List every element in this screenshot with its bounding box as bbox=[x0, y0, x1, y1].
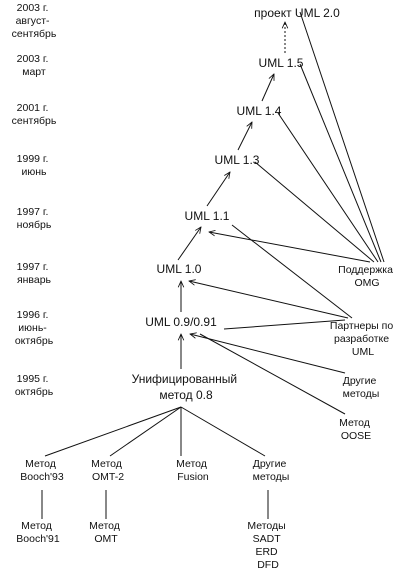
node-uml-1-1: UML 1.1 bbox=[185, 209, 230, 223]
predecessor-lines bbox=[41, 406, 269, 519]
line-omg-to-1-5 bbox=[299, 63, 382, 263]
date-1996-jun: 1996 г. июнь- октябрь bbox=[15, 309, 54, 347]
node-uml-partners: Партнеры по разработке UML bbox=[330, 320, 396, 358]
node-uml-1-3: UML 1.3 bbox=[215, 153, 260, 167]
node-booch93: Метод Booch'93 bbox=[20, 458, 64, 483]
node-other-methods-bottom: Другие методы bbox=[253, 458, 290, 483]
omg-lines bbox=[209, 11, 385, 263]
node-omt: Метод OMT bbox=[89, 520, 123, 545]
line-booch93 bbox=[44, 406, 182, 457]
date-1997-nov: 1997 г. ноябрь bbox=[17, 206, 52, 231]
line-omg-to-1-3 bbox=[254, 161, 375, 263]
arrow-1-0-to-1-1 bbox=[177, 227, 201, 261]
line-omg-to-1-4 bbox=[277, 112, 379, 263]
node-uml-1-5: UML 1.5 bbox=[259, 56, 304, 70]
line-oose-to-0-9 bbox=[199, 333, 346, 415]
version-arrows bbox=[177, 22, 285, 369]
line-omg-to-2-0 bbox=[299, 11, 385, 263]
timeline: 2003 г. август- сентябрь 2003 г. март 20… bbox=[12, 2, 57, 398]
arrow-1-4-to-1-5 bbox=[261, 74, 275, 102]
node-uml-0-9: UML 0.9/0.91 bbox=[145, 315, 217, 329]
node-fusion: Метод Fusion bbox=[176, 458, 210, 483]
date-2003-mar: 2003 г. март bbox=[17, 53, 52, 78]
versions: проект UML 2.0 UML 1.5 UML 1.4 UML 1.3 U… bbox=[132, 6, 341, 402]
date-1995-oct: 1995 г. октябрь bbox=[15, 373, 54, 398]
node-uml-1-4: UML 1.4 bbox=[237, 104, 282, 118]
node-other-methods-right: Другие методы bbox=[343, 375, 380, 400]
node-uml-2-0-draft: проект UML 2.0 bbox=[254, 6, 340, 20]
node-omt2: Метод OMT-2 bbox=[91, 458, 125, 483]
arrow-1-3-to-1-4 bbox=[237, 122, 252, 151]
node-unified-method: Унифицированный метод 0.8 bbox=[132, 372, 241, 402]
date-1997-jan: 1997 г. январь bbox=[17, 261, 52, 286]
line-other-methods bbox=[180, 406, 266, 457]
node-omg-support: Поддержка OMG bbox=[338, 264, 396, 289]
date-1999-jun: 1999 г. июнь bbox=[17, 153, 52, 178]
arrow-other-to-0-9 bbox=[190, 334, 346, 374]
date-2001-sep: 2001 г. сентябрь bbox=[12, 102, 57, 127]
node-sadt-erd-dfd: Методы SADT ERD DFD bbox=[247, 520, 288, 571]
node-oose: Метод OOSE bbox=[339, 417, 373, 442]
line-partners-to-1-1 bbox=[231, 224, 353, 319]
node-booch91: Метод Booch'91 bbox=[16, 520, 60, 545]
predecessors: Метод Booch'93 Метод OMT-2 Метод Fusion … bbox=[16, 458, 289, 571]
line-omt2 bbox=[109, 406, 182, 457]
line-partners-to-0-9 bbox=[223, 319, 346, 330]
arrow-omg-to-1-1 bbox=[209, 232, 371, 263]
arrow-partners-to-1-0 bbox=[189, 281, 349, 319]
influence-lines bbox=[189, 224, 353, 415]
influences: Поддержка OMG Партнеры по разработке UML… bbox=[330, 264, 396, 442]
node-uml-1-0: UML 1.0 bbox=[157, 262, 202, 276]
date-2003-aug: 2003 г. август- сентябрь bbox=[12, 2, 57, 40]
arrow-1-1-to-1-3 bbox=[206, 172, 230, 207]
